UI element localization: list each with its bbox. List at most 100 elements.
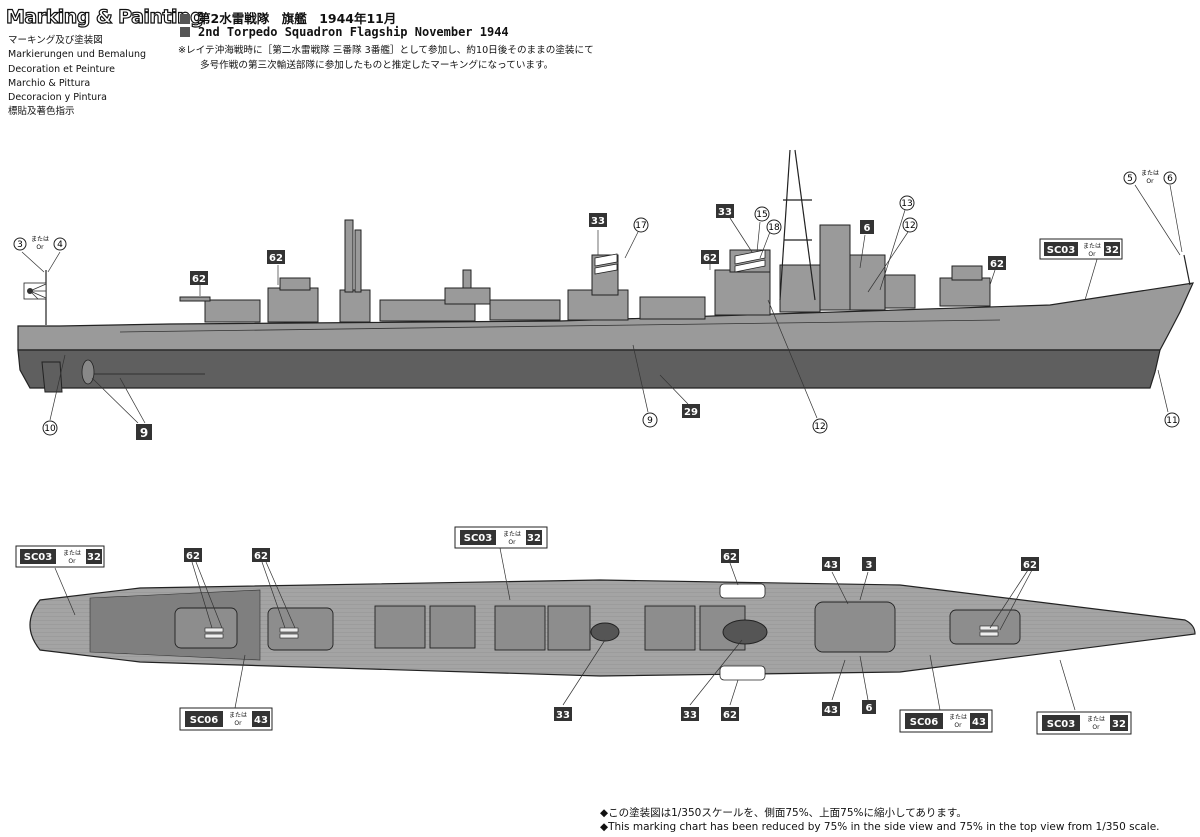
svg-text:62: 62 <box>990 259 1004 270</box>
callout-6: 6 <box>1163 171 1177 185</box>
language-list: マーキング及び塗装図 Markierungen und Bemalung Dec… <box>8 34 146 120</box>
svg-text:6: 6 <box>864 223 871 234</box>
language-es: Decoracion y Pintura <box>8 92 107 104</box>
side-callouts: 3 4 または Or 5 6 または Or 10 9 12 11 17 15 1… <box>13 170 1180 436</box>
language-jp: マーキング及び塗装図 <box>8 35 103 46</box>
svg-text:32: 32 <box>527 533 541 544</box>
callout-12-lower: 12 <box>812 418 828 434</box>
callout-5: 5 <box>1123 171 1137 185</box>
svg-text:62: 62 <box>703 253 717 264</box>
svg-text:SC06: SC06 <box>910 717 938 728</box>
callout-10: 10 <box>42 420 58 436</box>
box-43-top-b: 43 <box>822 702 840 716</box>
svg-text:または: または <box>229 712 247 719</box>
svg-text:62: 62 <box>192 274 206 285</box>
box-62-d: 62 <box>988 256 1006 270</box>
square-bullet-icon <box>180 27 190 37</box>
box-62-c: 62 <box>701 250 719 264</box>
scheme-note: ※レイテ沖海戦時に［第二水雷戦隊 三番隊 3番艦］として参加し、約10日後そのま… <box>178 43 594 73</box>
rudder <box>41 361 63 393</box>
scheme-title-en: 2nd Torpedo Squadron Flagship November 1… <box>180 25 509 39</box>
funnel-stripes <box>594 249 766 275</box>
svg-text:62: 62 <box>723 710 737 721</box>
box-sc06-or-43-right: SC06 または Or 43 <box>899 709 993 733</box>
svg-text:43: 43 <box>972 717 986 728</box>
svg-text:62: 62 <box>723 552 737 563</box>
svg-text:33: 33 <box>718 207 732 218</box>
box-sc06-or-43-left: SC06 または Or 43 <box>179 707 273 731</box>
svg-text:10: 10 <box>44 424 56 434</box>
callout-11: 11 <box>1164 412 1180 428</box>
svg-text:9: 9 <box>647 416 653 426</box>
svg-text:Or: Or <box>508 539 516 546</box>
svg-text:11: 11 <box>1166 416 1177 426</box>
box-sc03-or-32-mid: SC03 または Or 32 <box>454 526 548 549</box>
svg-text:29: 29 <box>684 407 698 418</box>
svg-text:Or: Or <box>68 558 76 565</box>
box-9: 9 <box>136 424 152 440</box>
svg-text:SC03: SC03 <box>1047 719 1075 730</box>
svg-text:SC03: SC03 <box>1047 245 1075 256</box>
naval-ensign-icon <box>23 282 47 300</box>
svg-text:62: 62 <box>254 551 268 562</box>
box-62-a: 62 <box>190 271 208 285</box>
svg-text:12: 12 <box>814 422 825 432</box>
callout-17: 17 <box>633 217 649 233</box>
svg-text:6: 6 <box>866 703 873 714</box>
svg-text:33: 33 <box>683 710 697 721</box>
side-view <box>17 149 1194 424</box>
box-43-top-a: 43 <box>822 557 840 571</box>
svg-text:4: 4 <box>57 240 63 250</box>
language-cn: 標貼及著色指示 <box>8 106 75 118</box>
svg-text:15: 15 <box>756 210 767 220</box>
or-en: Or <box>36 244 44 251</box>
propeller-icon <box>81 359 205 385</box>
footer-en: ◆This marking chart has been reduced by … <box>600 821 1160 833</box>
svg-text:43: 43 <box>824 560 838 571</box>
svg-text:12: 12 <box>904 221 915 231</box>
or-jp: または <box>31 236 49 243</box>
page-title: Marking & Painting <box>5 5 204 28</box>
callout-9: 9 <box>642 412 658 428</box>
svg-text:5: 5 <box>1127 174 1133 184</box>
side-hull-lower <box>17 349 1161 389</box>
svg-text:3: 3 <box>866 560 873 571</box>
box-6-top: 6 <box>862 700 876 714</box>
note-line-2: 多号作戦の第三次輸送部隊に参加したものと推定したマーキングになっています。 <box>200 60 554 71</box>
box-6: 6 <box>860 220 874 234</box>
svg-text:Or: Or <box>1088 251 1096 258</box>
side-boxes: 62 62 62 62 33 33 6 9 29 SC03 または Or 32 <box>136 204 1123 440</box>
svg-text:または: または <box>1087 716 1105 723</box>
svg-text:SC06: SC06 <box>190 715 218 726</box>
box-62-top-d: 62 <box>1021 557 1039 571</box>
svg-text:33: 33 <box>556 710 570 721</box>
top-view <box>29 547 1196 711</box>
footer-note: ◆この塗装図は1/350スケールを、側面75%、上面75%に縮小してあります。 … <box>600 806 1160 834</box>
svg-text:62: 62 <box>1023 560 1037 571</box>
language-it: Marchio & Pittura <box>8 77 91 89</box>
callout-12-upper: 12 <box>902 217 918 233</box>
svg-text:6: 6 <box>1167 174 1173 184</box>
box-62-top-e: 62 <box>721 707 739 721</box>
box-33-b: 33 <box>716 204 734 218</box>
svg-text:Or: Or <box>1146 178 1154 185</box>
svg-text:43: 43 <box>254 715 268 726</box>
box-62-top-c: 62 <box>721 549 739 563</box>
svg-text:32: 32 <box>87 552 101 563</box>
svg-text:または: または <box>949 714 967 721</box>
svg-text:13: 13 <box>901 199 912 209</box>
top-boxes: SC03 または Or 32 SC03 または Or 32 SC03 または O… <box>15 526 1132 735</box>
svg-text:SC03: SC03 <box>464 533 492 544</box>
language-fr: Decoration et Peinture <box>8 63 115 75</box>
svg-text:または: または <box>1141 170 1159 177</box>
svg-text:3: 3 <box>17 240 23 250</box>
svg-text:または: または <box>1083 243 1101 250</box>
box-62-b: 62 <box>267 250 285 264</box>
box-sc03-or-32: SC03 または Or 32 <box>1039 238 1123 260</box>
scheme-title-jp: 第2水雷戦隊 旗艦 1944年11月 <box>180 8 396 27</box>
box-sc03-or-32-left: SC03 または Or 32 <box>15 545 105 568</box>
svg-text:9: 9 <box>140 426 148 440</box>
box-sc03-or-32-right: SC03 または Or 32 <box>1036 711 1132 735</box>
